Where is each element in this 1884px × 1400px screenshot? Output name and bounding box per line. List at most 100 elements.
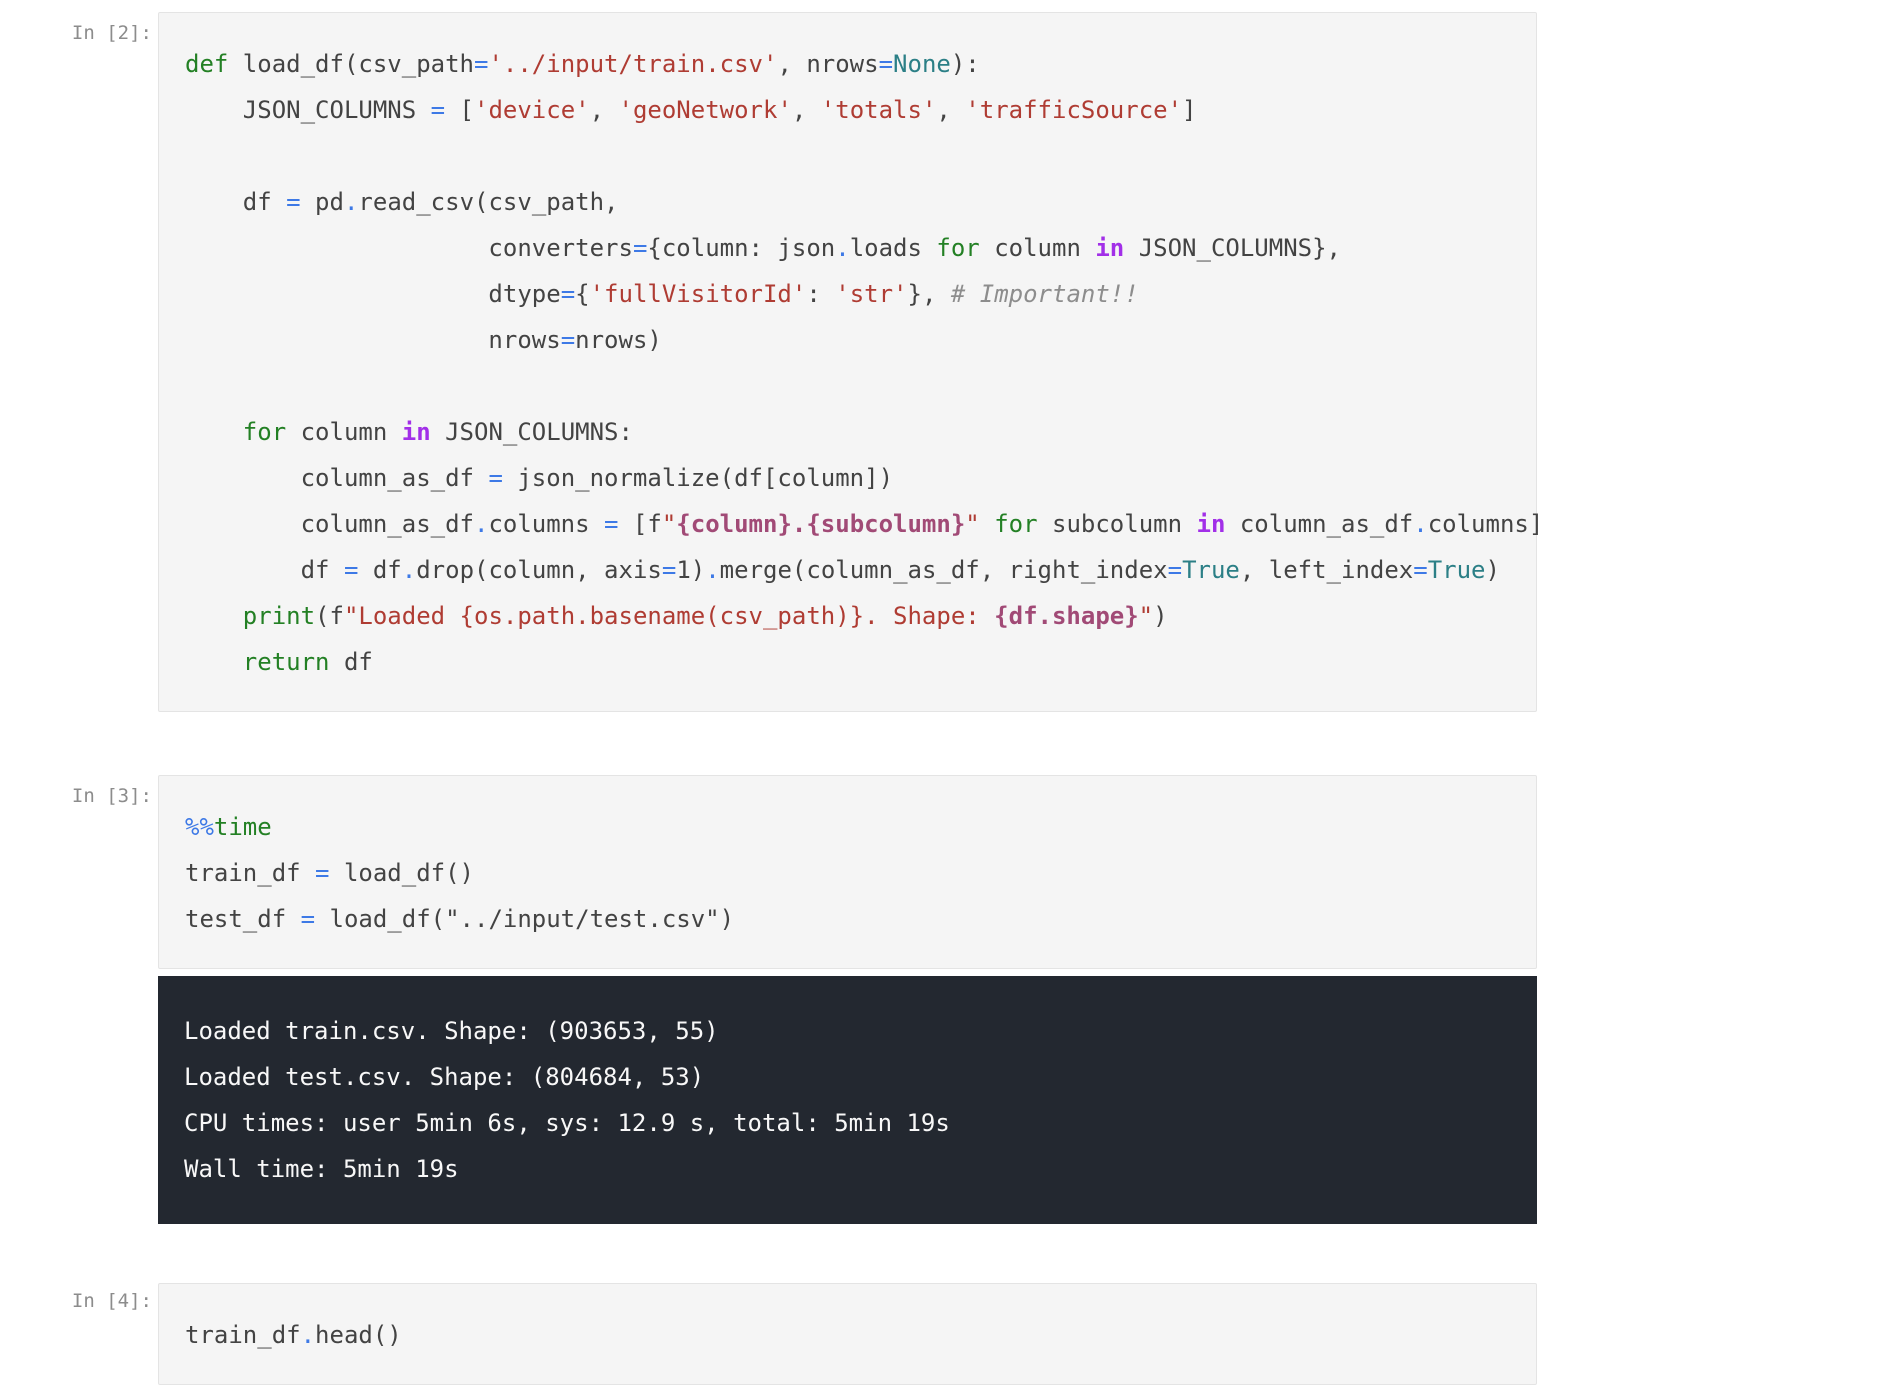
code-token[interactable]: = — [300, 905, 316, 933]
code-token[interactable]: = — [604, 510, 619, 538]
code-token[interactable]: subcolumn — [1037, 510, 1197, 538]
code-token[interactable]: print — [242, 602, 316, 630]
code-token[interactable]: (f — [315, 602, 344, 630]
code-token[interactable]: . — [300, 1321, 316, 1349]
code-token[interactable]: time — [213, 813, 272, 841]
code-token[interactable]: for — [994, 510, 1038, 538]
code-token[interactable]: loads — [849, 234, 937, 262]
code-token[interactable]: , — [589, 96, 619, 124]
code-token[interactable]: { — [575, 280, 590, 308]
code-token[interactable]: = — [488, 464, 503, 492]
code-token[interactable]: = — [632, 234, 648, 262]
code-token[interactable]: converters — [185, 234, 633, 262]
code-line[interactable]: column_as_df.columns = [f"{column}.{subc… — [185, 501, 1544, 547]
code-token[interactable]: . — [705, 556, 720, 584]
code-token[interactable]: for — [242, 418, 287, 446]
code-line[interactable]: dtype={'fullVisitorId': 'str'}, # Import… — [185, 271, 1536, 317]
code-token[interactable]: def — [185, 50, 229, 78]
code-token[interactable]: column — [979, 234, 1096, 262]
code-token[interactable]: dtype — [185, 280, 561, 308]
code-line[interactable] — [185, 363, 1536, 409]
code-line[interactable]: df = df.drop(column, axis=1).merge(colum… — [185, 547, 1536, 593]
code-token[interactable]: load_df(csv_path — [228, 50, 474, 78]
code-token[interactable] — [980, 510, 994, 538]
code-token[interactable]: . — [1413, 510, 1428, 538]
code-token[interactable]: , — [791, 96, 821, 124]
code-token[interactable]: {df.shape} — [994, 602, 1139, 630]
code-line[interactable]: train_df.head() — [185, 1312, 1536, 1358]
code-token[interactable]: = — [560, 280, 576, 308]
code-token[interactable]: " — [1138, 602, 1154, 630]
code-token[interactable]: merge(column_as_df, right_index — [719, 556, 1168, 584]
code-token[interactable]: columns — [488, 510, 605, 538]
code-token[interactable]: # Important!! — [950, 280, 1139, 308]
code-token[interactable]: in — [1196, 510, 1226, 538]
code-token[interactable]: = — [315, 859, 330, 887]
code-token[interactable]: df — [185, 556, 344, 584]
code-token[interactable]: [ — [445, 96, 474, 124]
code-token[interactable]: json_normalize(df[column]) — [502, 464, 894, 492]
code-line[interactable]: nrows=nrows) — [185, 317, 1536, 363]
code-token[interactable]: ) — [1485, 556, 1500, 584]
code-token[interactable]: JSON_COLUMNS}, — [1124, 234, 1341, 262]
code-token[interactable]: column_as_df — [185, 510, 474, 538]
code-token[interactable]: " — [965, 510, 980, 538]
code-token[interactable]: df — [185, 188, 287, 216]
code-token[interactable]: df — [358, 556, 402, 584]
code-token[interactable]: in — [1095, 234, 1125, 262]
code-line[interactable] — [185, 133, 1536, 179]
code-token[interactable]: '../input/train.csv' — [488, 50, 778, 78]
code-token[interactable]: JSON_COLUMNS — [185, 96, 431, 124]
code-token[interactable]: ] — [1182, 96, 1197, 124]
code-token[interactable]: read_csv(csv_path, — [358, 188, 619, 216]
code-token[interactable]: 'device' — [474, 96, 590, 124]
code-token[interactable]: load_df() — [329, 859, 474, 887]
code-line[interactable]: print(f"Loaded {os.path.basename(csv_pat… — [185, 593, 1536, 639]
code-token[interactable] — [185, 418, 243, 446]
code-cell[interactable]: def load_df(csv_path = '../input/train.csv… — [158, 12, 1544, 713]
code-token[interactable]: 'trafficSource' — [965, 96, 1183, 124]
code-token[interactable]: df — [329, 648, 373, 676]
code-token[interactable]: in — [401, 418, 431, 446]
code-line[interactable]: JSON_COLUMNS = ['device', 'geoNetwork', … — [185, 87, 1536, 133]
code-token[interactable]: = — [1413, 556, 1428, 584]
code-token[interactable]: column — [286, 418, 402, 446]
code-token[interactable]: 'totals' — [820, 96, 937, 124]
code-token[interactable]: }, — [907, 280, 951, 308]
code-token[interactable]: = — [1167, 556, 1183, 584]
code-cell[interactable]: train_df.head() — [158, 1283, 1537, 1385]
code-token[interactable]: test_df — [185, 905, 301, 933]
code-token[interactable]: = — [661, 556, 677, 584]
code-line[interactable]: test_df = load_df("../input/test.csv") — [185, 896, 1536, 942]
code-token[interactable]: . — [835, 234, 850, 262]
code-token[interactable]: , nrows — [777, 50, 879, 78]
code-token[interactable]: train_df — [185, 1321, 301, 1349]
code-token[interactable]: = — [286, 188, 301, 216]
code-line[interactable]: column_as_df = json_normalize(df[column]… — [185, 455, 1536, 501]
code-line[interactable]: return df — [185, 639, 1536, 685]
code-token[interactable]: train_df — [185, 859, 316, 887]
code-token[interactable]: = — [878, 50, 894, 78]
code-token[interactable]: . — [473, 510, 489, 538]
code-token[interactable]: 'str' — [835, 280, 908, 308]
code-token[interactable]: " — [661, 510, 677, 538]
code-token[interactable]: . — [401, 556, 417, 584]
code-token[interactable]: pd — [300, 188, 344, 216]
code-token[interactable]: column_as_df — [1225, 510, 1414, 538]
code-token[interactable]: : — [806, 280, 836, 308]
code-token[interactable] — [185, 648, 243, 676]
code-token[interactable]: 'geoNetwork' — [618, 96, 792, 124]
code-token[interactable]: , left_index — [1239, 556, 1414, 584]
code-token[interactable]: "Loaded {os.path.basename(csv_path)}. Sh… — [343, 602, 995, 630]
code-editor[interactable]: def load_df(csv_path = '../input/train.csv… — [159, 13, 1544, 713]
code-token[interactable]: [f — [618, 510, 662, 538]
code-token[interactable]: , — [936, 96, 966, 124]
code-token[interactable]: JSON_COLUMNS: — [430, 418, 633, 446]
code-editor[interactable]: train_df.head() — [159, 1284, 1536, 1386]
code-token[interactable]: . — [343, 188, 359, 216]
code-token[interactable]: 1) — [676, 556, 706, 584]
code-token[interactable]: for — [936, 234, 980, 262]
code-token[interactable]: = — [430, 96, 446, 124]
code-token[interactable]: None — [893, 50, 951, 78]
